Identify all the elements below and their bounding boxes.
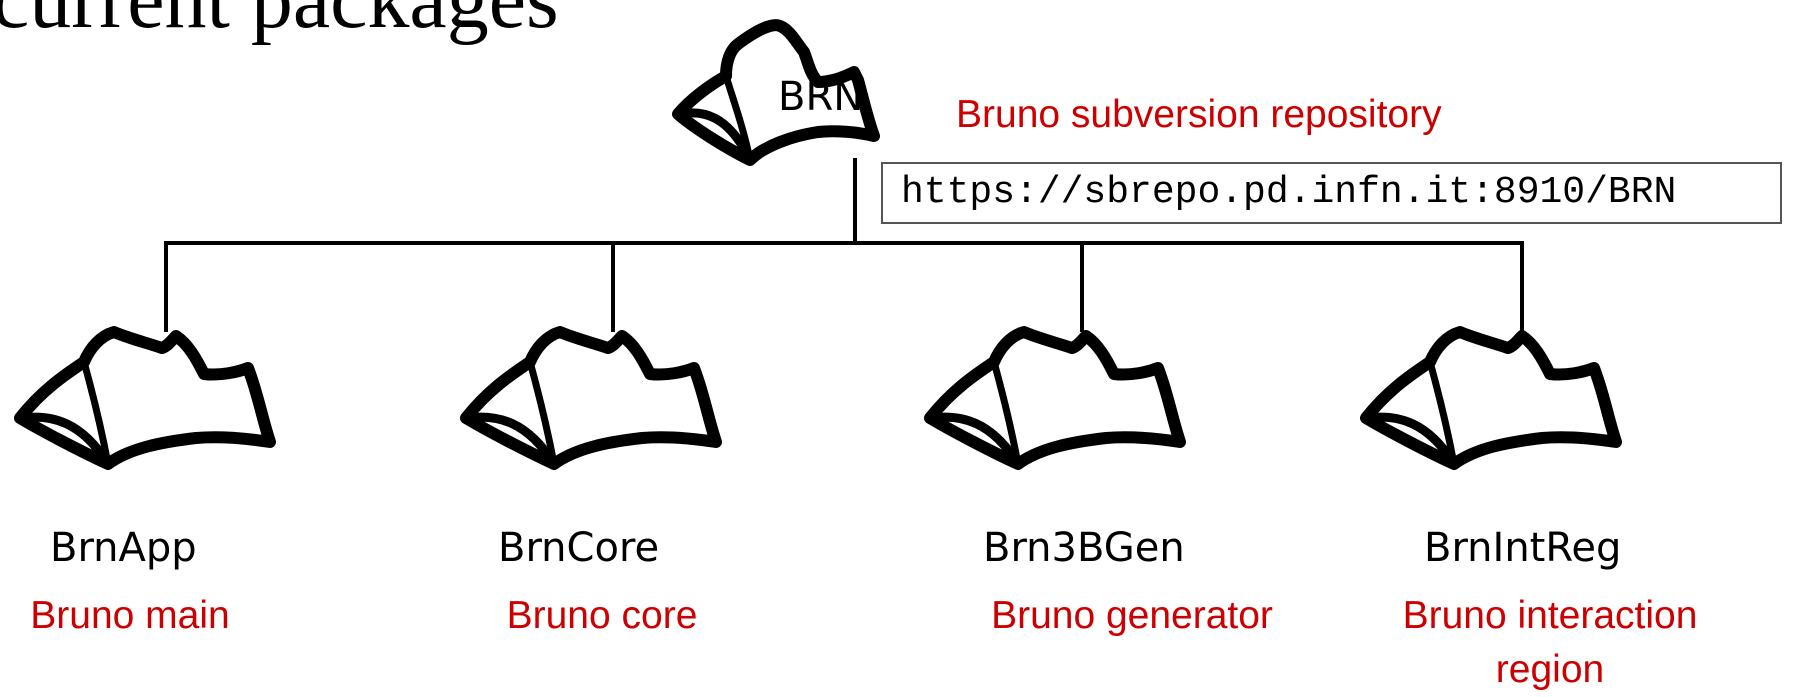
folder-icon-brn3bgen[interactable] [922,318,1187,483]
package-name-brncore: BrnCore [498,525,660,571]
folder-icon-brnintreg[interactable] [1358,318,1623,483]
package-name-brnintreg: BrnIntReg [1424,525,1622,571]
package-description-brn3bgen: Bruno generator [991,594,1273,637]
package-name-brn3bgen: Brn3BGen [983,525,1185,571]
repository-description: Bruno subversion repository [956,93,1442,136]
package-description-brncore: Bruno core [506,594,698,637]
folder-icon [1360,326,1622,470]
folder-icon [672,19,880,166]
package-name-brnapp: BrnApp [50,525,197,571]
repository-url-box[interactable]: https://sbrepo.pd.infn.it:8910/BRN [881,162,1782,224]
package-description-brnintreg: Bruno interaction region [1402,594,1698,691]
folder-icon [460,326,722,470]
folder-icon [924,326,1186,470]
root-folder-label: BRN [778,74,864,120]
slide-title: current packages [0,0,559,42]
package-description-brnapp: Bruno main [30,594,230,637]
root-folder-icon[interactable] [668,18,893,178]
folder-icon-brnapp[interactable] [12,318,277,483]
folder-icon-brncore[interactable] [458,318,723,483]
folder-icon [14,326,276,470]
